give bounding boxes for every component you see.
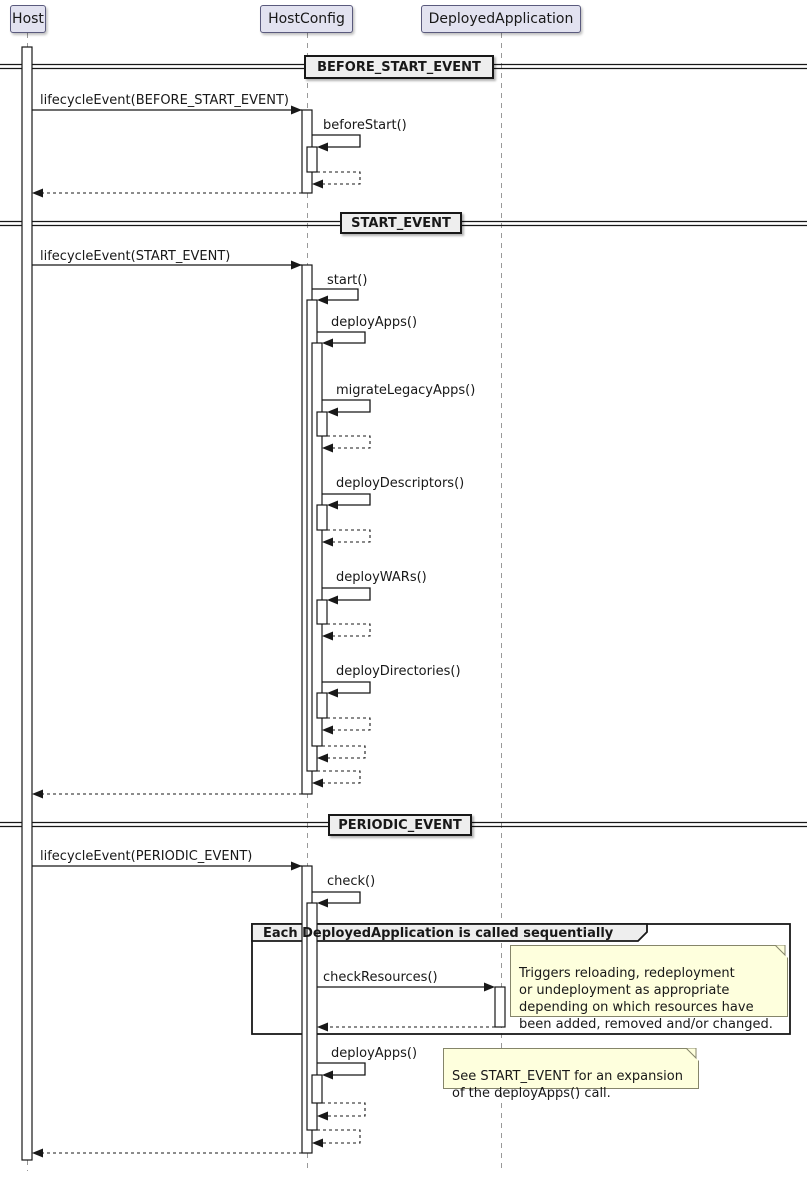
divider-periodic-event: PERIODIC_EVENT [328,814,472,836]
group-frame-label: Each DeployedApplication is called seque… [263,926,614,941]
note-deployapps-text: See START_EVENT for an expansion of the … [452,1069,683,1101]
solid-messages [32,109,493,1076]
message-migratelegacyapps: migrateLegacyApps() [336,383,476,398]
note-deployapps: See START_EVENT for an expansion of the … [443,1048,699,1101]
message-lifecycle-start: lifecycleEvent(START_EVENT) [40,249,231,264]
arrowheads [32,105,495,1158]
divider-periodic-event-label: PERIODIC_EVENT [338,817,462,833]
message-beforestart: beforeStart() [323,118,407,133]
participant-deployedapplication-label: DeployedApplication [428,11,574,27]
message-deploydescriptors: deployDescriptors() [336,476,465,491]
message-deploywars: deployWARs() [336,570,427,585]
message-check: check() [327,874,376,889]
note-fold-icon [686,1048,699,1061]
participant-hostconfig-label: HostConfig [268,11,345,27]
divider-lines [0,63,807,828]
note-checkresources-text: Triggers reloading, redeployment or unde… [519,966,773,1032]
note-checkresources: Triggers reloading, redeployment or unde… [510,945,788,1032]
message-lifecycle-periodic: lifecycleEvent(PERIODIC_EVENT) [40,849,253,864]
dashed-returns [34,171,495,1154]
message-checkresources: checkResources() [323,970,438,985]
message-deployapps-periodic: deployApps() [331,1046,418,1061]
host-activation-bar [21,46,33,1161]
message-deploydirectories: deployDirectories() [336,664,461,679]
participant-host-label: Host [12,11,44,27]
message-lifecycle-before-start: lifecycleEvent(BEFORE_START_EVENT) [40,93,289,108]
participant-deployedapplication: DeployedApplication [421,5,581,33]
activation-bars [21,46,506,1161]
divider-before-start-event: BEFORE_START_EVENT [304,55,494,79]
group-frame [251,923,791,1035]
message-start: start() [327,273,368,288]
participant-host: Host [10,5,46,33]
divider-start-event: START_EVENT [340,212,462,234]
note-fold-icon [775,945,788,958]
divider-start-event-label: START_EVENT [351,215,451,231]
message-deployapps-start: deployApps() [331,315,418,330]
participant-hostconfig: HostConfig [260,5,353,33]
divider-before-start-event-label: BEFORE_START_EVENT [317,59,481,75]
